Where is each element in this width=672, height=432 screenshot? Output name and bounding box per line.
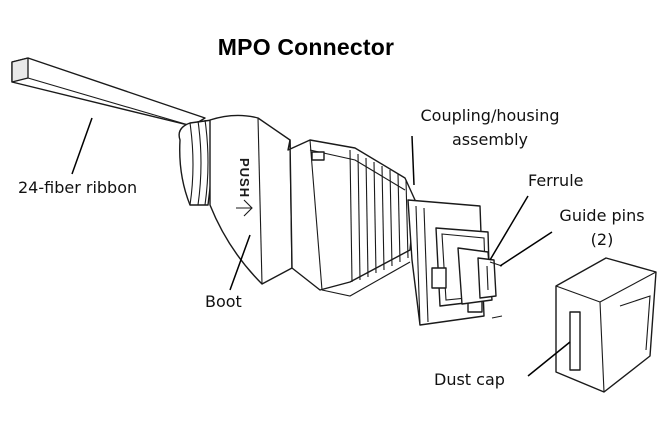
label-ferrule: Ferrule — [528, 171, 584, 190]
boot — [178, 114, 293, 285]
coupling-housing-assembly — [287, 139, 416, 297]
ferrule-leader-line — [489, 195, 529, 261]
label-coupling-housing-line1: Coupling/housing — [420, 106, 560, 125]
label-dust-cap: Dust cap — [434, 370, 505, 389]
coupling-leader-line — [411, 135, 415, 186]
fiber-ribbon — [11, 57, 206, 127]
ferrule — [457, 247, 497, 305]
boot-leader-line — [229, 234, 251, 291]
guide-pins-leader-line — [499, 231, 553, 267]
label-24-fiber-ribbon: 24-fiber ribbon — [18, 178, 138, 197]
label-guide-pins-line1: Guide pins — [559, 206, 645, 225]
ribbon-leader-line — [71, 117, 93, 175]
push-arrow-icon — [236, 199, 253, 217]
dust-cap-leader-line — [527, 341, 571, 377]
dust-cap — [555, 257, 657, 393]
label-guide-pins-line2: (2) — [590, 230, 614, 249]
push-marking: PUSH — [237, 158, 252, 198]
label-boot: Boot — [205, 292, 242, 311]
diagram-title: MPO Connector — [217, 34, 395, 60]
label-coupling-housing-line2: assembly — [452, 130, 528, 149]
